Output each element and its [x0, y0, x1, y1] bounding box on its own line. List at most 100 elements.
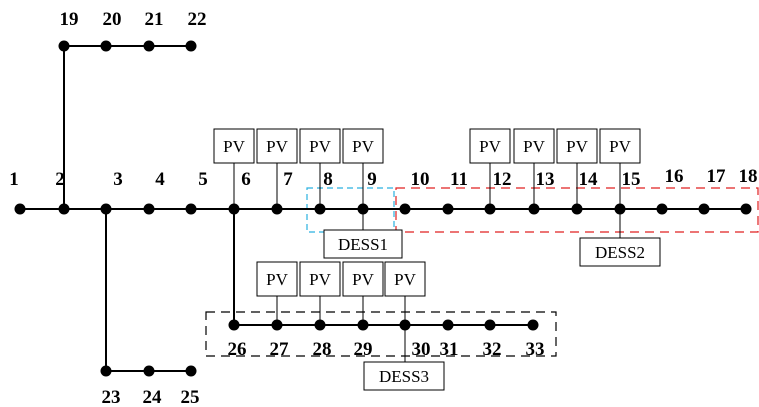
bus-label-29: 29 [354, 339, 373, 360]
bus-32 [484, 319, 496, 331]
pv-box-28 [299, 261, 341, 297]
bus-8 [314, 203, 326, 215]
bus-33 [527, 319, 539, 331]
dess-group: DESS1 DESS2 DESS3 [323, 209, 661, 391]
pv-label-15: PV [609, 137, 631, 156]
bus-18 [740, 203, 752, 215]
pv-label-28: PV [309, 270, 331, 289]
pv-label-29: PV [352, 270, 374, 289]
bus-16 [656, 203, 668, 215]
bus-2 [58, 203, 70, 215]
bus-label-6: 6 [241, 169, 251, 190]
bus-label-12: 12 [493, 169, 512, 190]
pv-box-27 [256, 261, 298, 297]
bus-30 [399, 319, 411, 331]
dess3-label: DESS3 [379, 367, 429, 386]
bus-19 [58, 40, 70, 52]
pv-group-main-left: PV PV PV PV [213, 128, 384, 209]
pv-label-30: PV [394, 270, 416, 289]
bus-label-28: 28 [313, 339, 332, 360]
bus-label-33: 33 [526, 339, 545, 360]
bus-labels: 1 2 3 4 5 6 7 8 9 10 11 12 13 14 15 16 1… [9, 9, 757, 407]
bus-label-26: 26 [228, 339, 247, 360]
bus-23 [100, 365, 112, 377]
bus-label-18: 18 [739, 166, 758, 187]
bus-10 [399, 203, 411, 215]
bus-29 [357, 319, 369, 331]
bus-25 [185, 365, 197, 377]
bus-label-3: 3 [113, 169, 123, 190]
bus-label-15: 15 [622, 169, 641, 190]
pv-label-12: PV [479, 137, 501, 156]
bus-label-27: 27 [270, 339, 290, 360]
zone-dess3 [205, 311, 557, 357]
feeder-lines [20, 45, 746, 372]
bus-nodes [14, 40, 752, 377]
bus-label-21: 21 [145, 9, 164, 30]
bus-9 [357, 203, 369, 215]
pv-box-30 [384, 261, 426, 297]
bus-5 [185, 203, 197, 215]
pv-box-12 [469, 128, 511, 164]
bus-label-25: 25 [181, 387, 200, 407]
pv-box-6 [213, 128, 255, 164]
dess2-label: DESS2 [595, 243, 645, 262]
dess3-box [363, 361, 445, 391]
bus-28 [314, 319, 326, 331]
pv-label-14: PV [566, 137, 588, 156]
pv-label-27: PV [266, 270, 288, 289]
bus-label-5: 5 [198, 169, 208, 190]
bus-label-8: 8 [323, 169, 333, 190]
bus-label-31: 31 [440, 339, 459, 360]
bus-label-20: 20 [103, 9, 122, 30]
pv-label-8: PV [309, 137, 331, 156]
bus-label-14: 14 [579, 169, 599, 190]
bus-26 [228, 319, 240, 331]
bus-11 [442, 203, 454, 215]
pv-box-9 [342, 128, 384, 164]
pv-box-8 [299, 128, 341, 164]
pv-box-7 [256, 128, 298, 164]
pv-box-29 [342, 261, 384, 297]
bus-label-24: 24 [143, 387, 163, 407]
bus-20 [100, 40, 112, 52]
pv-label-7: PV [266, 137, 288, 156]
bus-14 [571, 203, 583, 215]
bus-6 [228, 203, 240, 215]
bus-label-1: 1 [9, 169, 19, 190]
bus-15 [614, 203, 626, 215]
bus-label-22: 22 [188, 9, 207, 30]
bus-4 [143, 203, 155, 215]
bus-label-2: 2 [55, 169, 65, 190]
pv-group-lateral: PV PV PV PV [256, 261, 426, 325]
dess1-box [323, 229, 403, 259]
bus-3 [100, 203, 112, 215]
pv-label-9: PV [352, 137, 374, 156]
bus-27 [271, 319, 283, 331]
pv-group-main-right: PV PV PV PV [469, 128, 641, 209]
pv-label-6: PV [223, 137, 245, 156]
pv-box-15 [599, 128, 641, 164]
bus-label-32: 32 [483, 339, 502, 360]
bus-7 [271, 203, 283, 215]
dess2-box [579, 237, 661, 267]
bus-31 [442, 319, 454, 331]
bus-1 [14, 203, 26, 215]
pv-box-13 [513, 128, 555, 164]
pv-label-13: PV [523, 137, 545, 156]
bus-label-30: 30 [412, 339, 431, 360]
bus-17 [698, 203, 710, 215]
bus-label-16: 16 [665, 166, 684, 187]
bus-label-13: 13 [536, 169, 555, 190]
bus-label-7: 7 [283, 169, 293, 190]
bus-label-23: 23 [102, 387, 121, 407]
bus-label-4: 4 [155, 169, 165, 190]
pv-box-14 [556, 128, 598, 164]
bus-13 [528, 203, 540, 215]
bus-label-9: 9 [367, 169, 377, 190]
bus-21 [143, 40, 155, 52]
bus-label-10: 10 [411, 169, 430, 190]
bus-22 [185, 40, 197, 52]
bus-12 [484, 203, 496, 215]
